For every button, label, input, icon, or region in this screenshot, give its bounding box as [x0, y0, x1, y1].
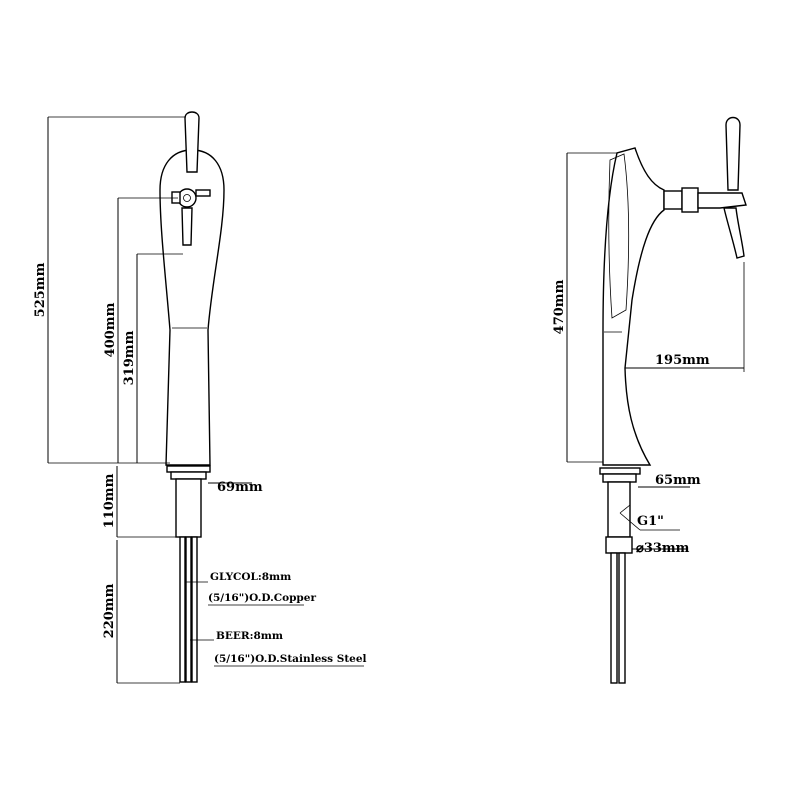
dim-side-base-width: 65mm [638, 473, 701, 488]
dim-shank-length: 110mm [102, 466, 176, 538]
side-base-flange [599, 467, 641, 475]
front-faucet-lever [195, 189, 211, 197]
glycol-note: GLYCOL:8mm (5/16")O.D.Copper [185, 571, 316, 606]
thread-note: G1" [619, 504, 680, 531]
dim-shank-length-label: 110mm [102, 473, 117, 528]
side-shank-nut [605, 536, 633, 554]
beer-note: BEER:8mm (5/16")O.D.Stainless Steel [190, 630, 367, 667]
side-faucet-connector [663, 190, 683, 210]
side-faucet-nozzle [723, 207, 745, 259]
side-tower-body [602, 147, 665, 466]
dim-total-height: 525mm [33, 116, 186, 464]
front-tap-handle [184, 111, 200, 173]
dim-side-diameter: ⌀33mm [632, 541, 690, 556]
dim-spout-height: 400mm [103, 197, 178, 463]
thread-label: G1" [637, 514, 664, 529]
beer-label: BEER:8mm [216, 630, 283, 642]
side-tube-left [610, 552, 618, 684]
glycol-spec: (5/16")O.D.Copper [208, 592, 316, 604]
front-base-flange [166, 465, 211, 473]
front-base-plate [170, 471, 207, 480]
dim-python-length-label: 220mm [102, 583, 117, 638]
dim-spout-height-label: 400mm [103, 302, 118, 357]
front-shank [175, 478, 202, 538]
dim-side-reach-label: 195mm [655, 353, 710, 368]
side-front-panel [608, 153, 630, 319]
dim-outlet-height: 319mm [122, 253, 183, 463]
glycol-label: GLYCOL:8mm [210, 571, 291, 583]
dim-side-base-width-label: 65mm [655, 473, 701, 488]
front-tube-glycol-right [191, 536, 198, 683]
side-shank [607, 481, 631, 538]
front-faucet-center [183, 194, 191, 202]
beer-spec: (5/16")O.D.Stainless Steel [214, 653, 367, 665]
front-faucet-nut [171, 191, 181, 204]
front-faucet-nozzle [181, 207, 193, 246]
dim-python-length: 220mm [102, 540, 180, 684]
side-tap-handle [725, 116, 741, 191]
front-view: 525mm 400mm 319mm 110mm 220mm [33, 111, 367, 684]
dim-side-reach: 195mm [625, 262, 745, 372]
side-base-plate [602, 473, 637, 483]
dim-side-height: 470mm [552, 152, 617, 463]
dim-total-height-label: 525mm [33, 262, 48, 317]
dim-side-diameter-label: ⌀33mm [636, 541, 690, 556]
side-faucet-body [697, 192, 747, 209]
front-tube-beer [185, 536, 192, 683]
side-view: 470mm 195mm 65mm G1" ⌀33mm [552, 116, 747, 684]
dim-outlet-height-label: 319mm [122, 330, 137, 385]
dim-base-width: 69mm [208, 480, 263, 495]
front-tube-glycol-left [179, 536, 186, 683]
side-faucet-nut [681, 187, 699, 213]
dim-base-width-label: 69mm [217, 480, 263, 495]
dim-side-height-label: 470mm [552, 279, 567, 334]
side-tube-right [618, 552, 626, 684]
